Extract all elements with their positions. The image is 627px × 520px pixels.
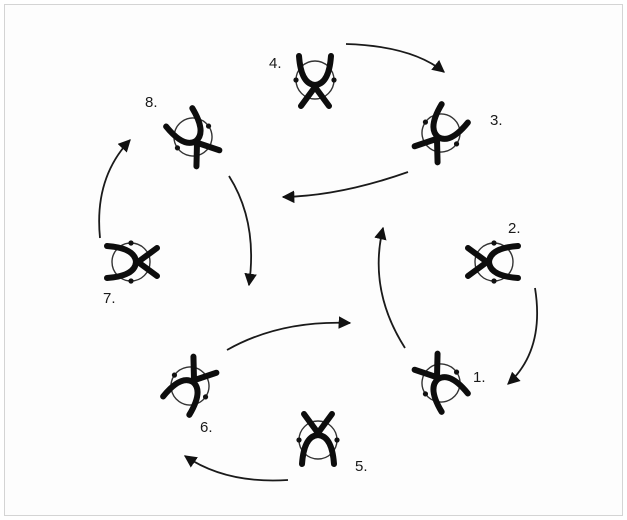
arrow-6-to-center-right (227, 323, 350, 350)
label-step-8: 8. (145, 94, 158, 111)
label-step-1: 1. (473, 369, 486, 386)
arrow-5-to-6 (185, 456, 288, 481)
symbol-step-4 (293, 56, 336, 106)
label-step-5: 5. (355, 458, 368, 475)
symbol-step-5 (296, 414, 339, 464)
arrow-1-to-center-top (379, 228, 405, 348)
arrow-7-to-8 (99, 140, 130, 238)
symbol-step-2 (468, 240, 518, 283)
arrow-8-to-center-bottom (229, 176, 251, 285)
label-step-7: 7. (103, 290, 116, 307)
symbol-step-1 (408, 349, 472, 415)
symbol-step-6 (159, 352, 223, 418)
symbol-step-3 (408, 101, 472, 167)
arrow-2-to-1 (508, 288, 537, 384)
arrow-3-to-center-left (283, 172, 408, 197)
symbol-step-8 (162, 105, 226, 171)
symbol-step-7 (107, 240, 157, 283)
label-step-3: 3. (490, 112, 503, 129)
label-step-6: 6. (200, 419, 213, 436)
arrow-4-to-3 (346, 44, 444, 72)
label-step-4: 4. (269, 55, 282, 72)
label-step-2: 2. (508, 220, 521, 237)
